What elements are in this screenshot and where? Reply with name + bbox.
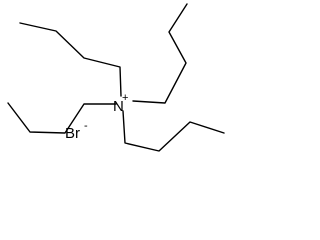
butyl-chain-upper-left <box>19 22 122 97</box>
nitrogen-charge-label: + <box>122 92 128 104</box>
butyl-chain-lower-right <box>122 110 225 152</box>
butyl-chain-upper-right <box>132 3 188 104</box>
butyl-chain-left <box>7 102 117 134</box>
bromide-atom-label: Br <box>65 125 80 142</box>
tetrabutylammonium-bromide-structure: N + Br - <box>7 3 225 152</box>
nitrogen-atom-label: N <box>113 98 124 115</box>
bromide-charge-label: - <box>84 120 88 132</box>
